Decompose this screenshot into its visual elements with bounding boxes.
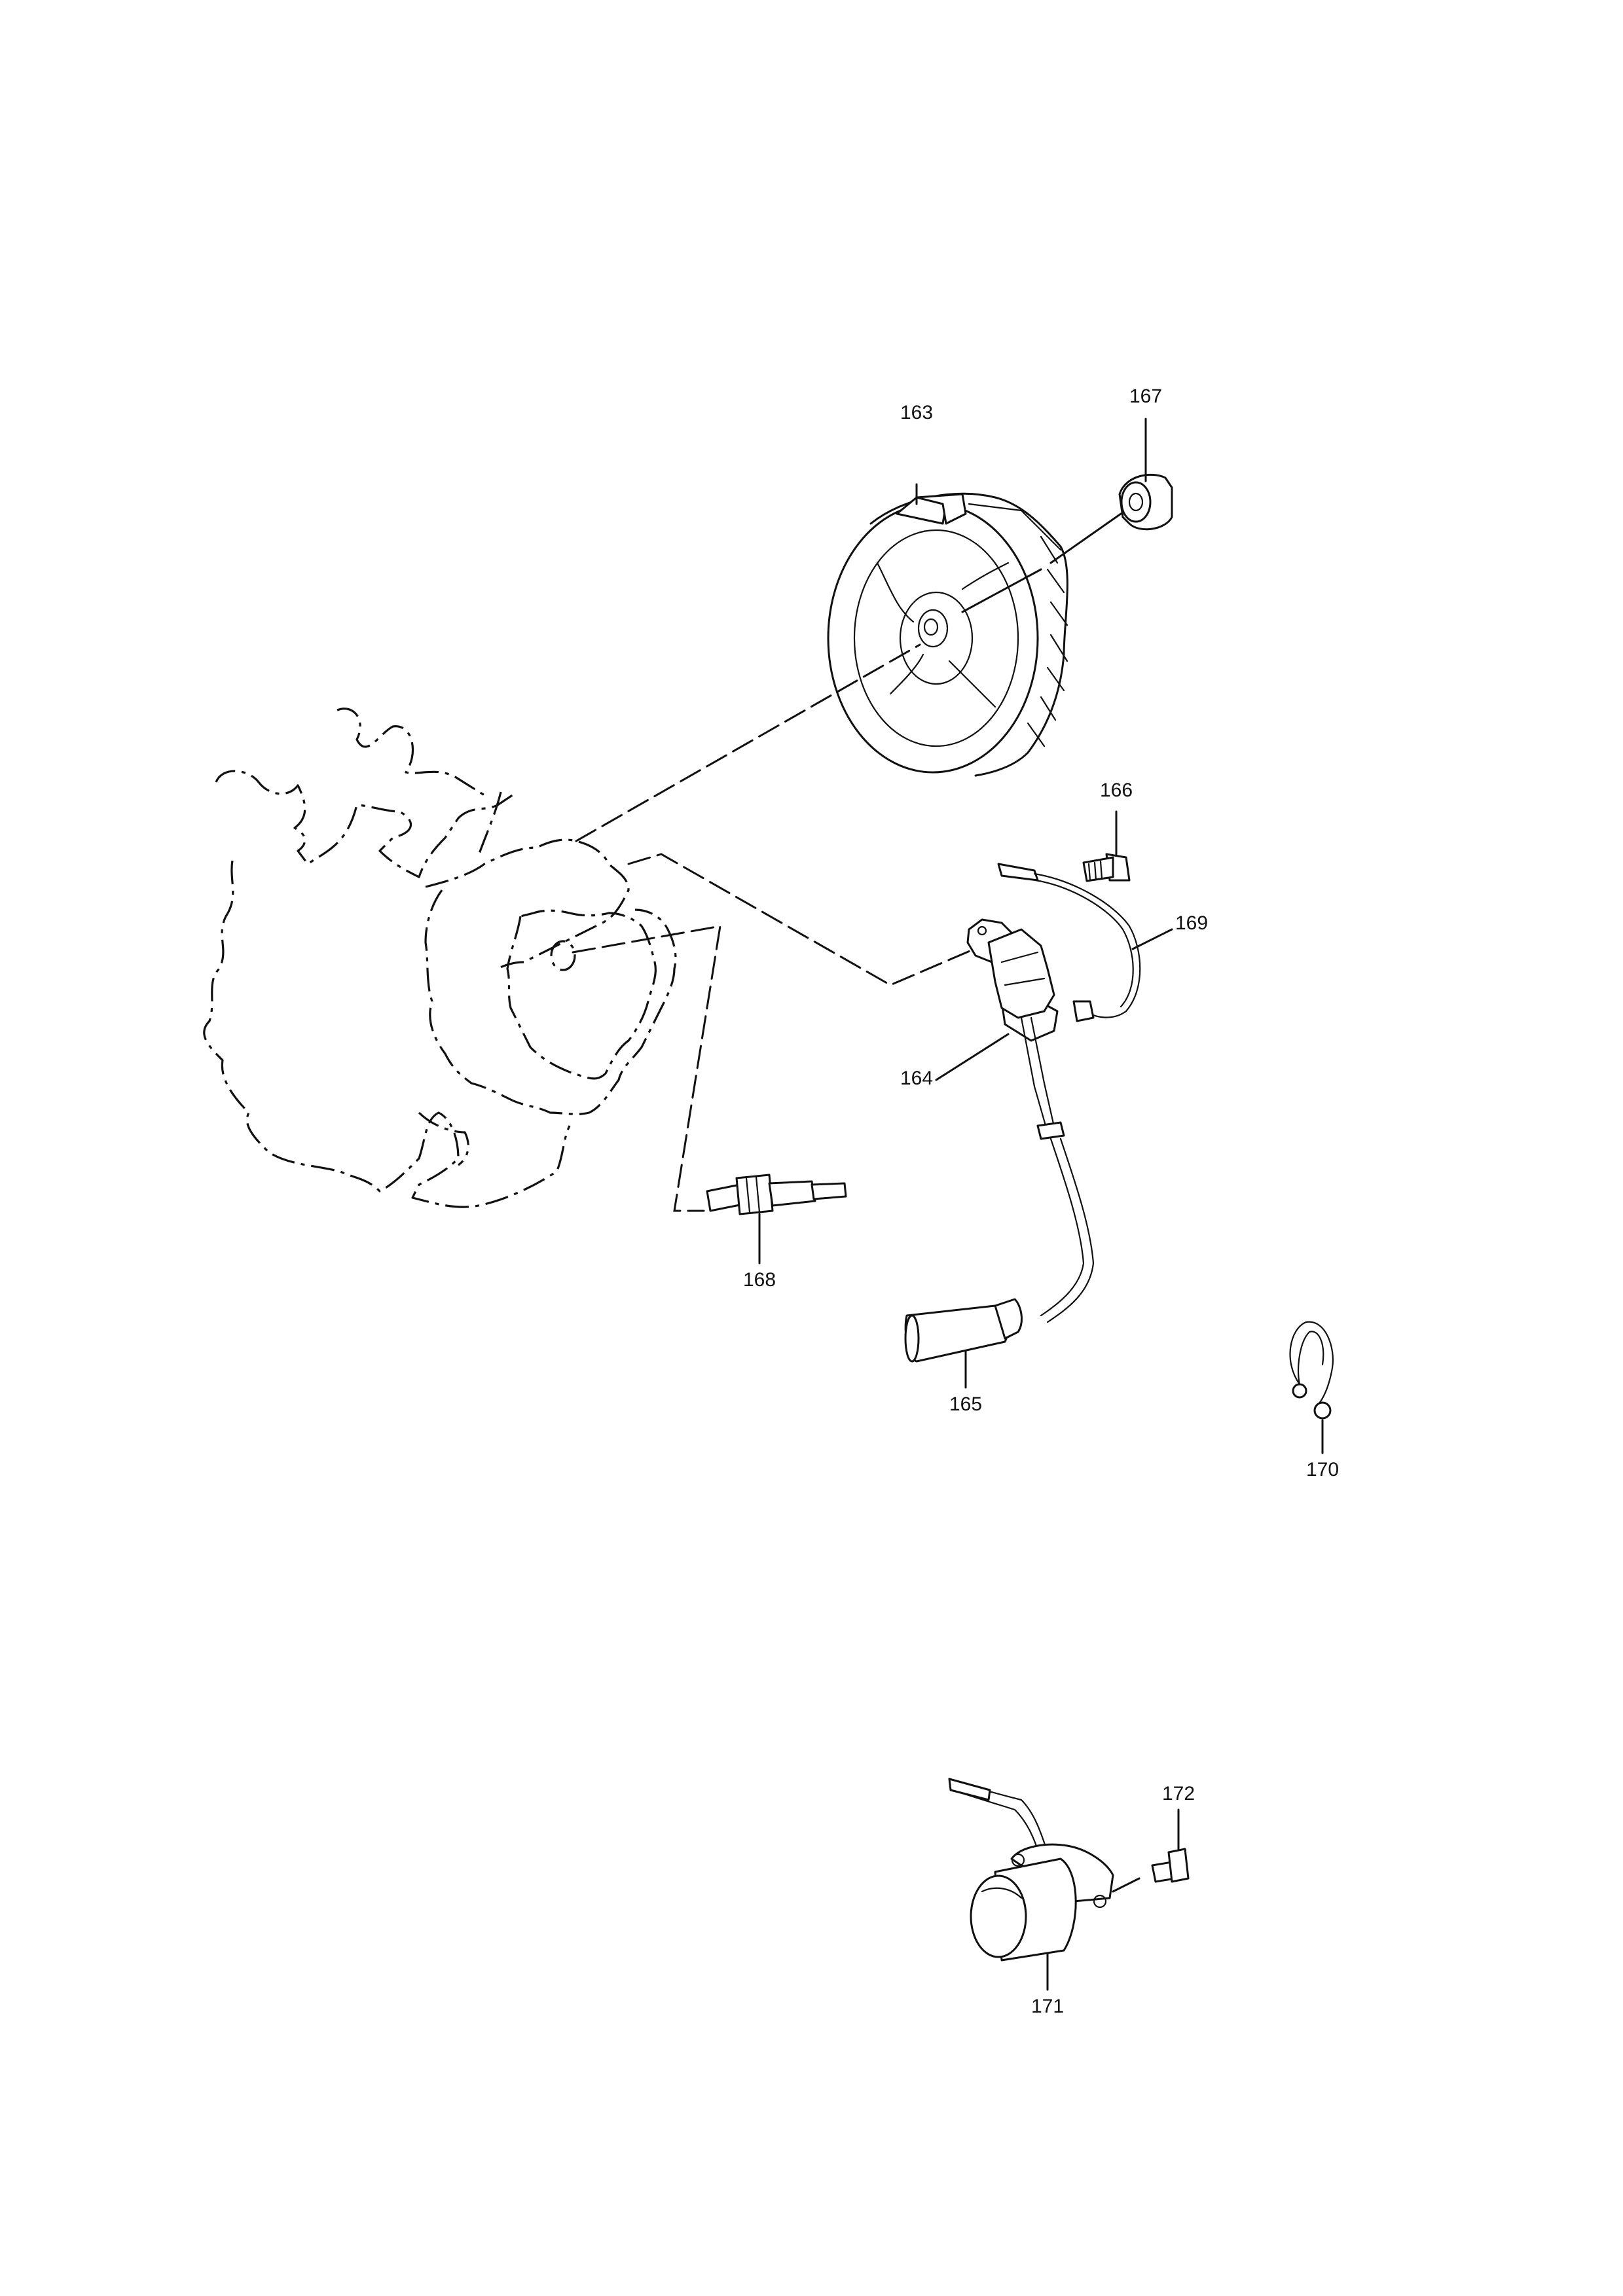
wire-169 [997,863,1173,1022]
part-labels: 163 167 166 169 164 168 165 170 172 171 [743,386,1339,2017]
engine-phantom-outline [203,708,677,1208]
label-164: 164 [900,1067,933,1089]
label-167: 167 [1129,386,1162,407]
label-170: 170 [1306,1459,1339,1480]
spark-plug-cap-165 [904,1298,1023,1389]
bolt-172 [1151,1808,1190,1883]
assembly-lines [572,643,983,1212]
label-172: 172 [1162,1783,1195,1804]
label-171: 171 [1031,1996,1064,2017]
solenoid-171 [948,1778,1140,1991]
ignition-coil-164 [935,918,1095,1323]
label-165: 165 [949,1393,982,1415]
label-163: 163 [900,402,933,423]
label-168: 168 [743,1269,776,1291]
label-169: 169 [1175,912,1208,934]
flywheel-163 [827,483,1068,777]
nut-167 [1049,418,1173,564]
screw-166 [1082,810,1131,882]
label-166: 166 [1100,780,1133,801]
clip-170 [1289,1321,1334,1454]
spark-plug-168 [706,1174,847,1265]
